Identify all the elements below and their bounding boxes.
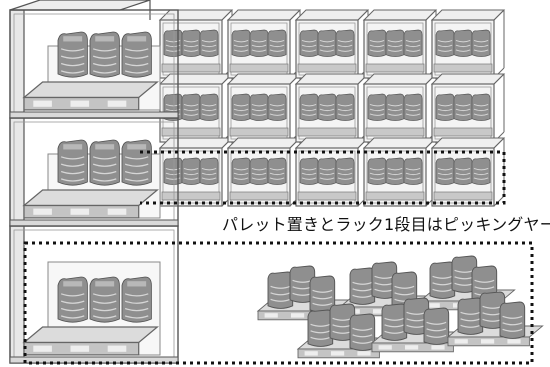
floor-pallet (447, 291, 544, 347)
feed-bag-icon (89, 31, 121, 78)
feed-bag-icon (163, 157, 183, 186)
feed-bag-icon (163, 29, 183, 58)
feed-bag-icon (367, 93, 387, 122)
feed-bag-icon (499, 301, 526, 340)
feed-bag-icon (453, 29, 473, 58)
feed-bag-icon (435, 157, 455, 186)
rack-cell (430, 137, 506, 207)
feed-bag-icon (349, 313, 376, 352)
feed-bag-icon (121, 276, 153, 323)
feed-bag-icon (457, 297, 484, 336)
feed-bag-icon (249, 29, 269, 58)
picking-yard-outline-upper (140, 150, 506, 205)
feed-bag-icon (181, 93, 201, 122)
feed-bag-icon (453, 157, 473, 186)
feed-bag-icon (121, 31, 153, 78)
feed-bag-icon (453, 93, 473, 122)
feed-bag-icon (267, 157, 287, 186)
feed-bag-icon (249, 93, 269, 122)
feed-bag-icon (307, 309, 334, 348)
feed-bag-icon (267, 29, 287, 58)
front-rack-level (9, 117, 179, 227)
rack-cell (158, 73, 234, 143)
front-rack-column (9, 0, 179, 364)
feed-bag-icon (231, 157, 251, 186)
feed-bag-icon (181, 29, 201, 58)
rack-cell (430, 73, 506, 143)
feed-bag-icon (471, 29, 491, 58)
feed-bag-icon (435, 93, 455, 122)
feed-bag-icon (57, 139, 89, 186)
rack-cell (226, 137, 302, 207)
picking-yard-caption: パレット置きとラック1段目はピッキングヤード (222, 215, 550, 234)
rack-cell (362, 73, 438, 143)
feed-bag-icon (381, 303, 408, 342)
rack-cell (430, 9, 506, 79)
feed-bag-icon (57, 31, 89, 78)
feed-bag-icon (385, 157, 405, 186)
feed-bag-icon (181, 157, 201, 186)
feed-bag-icon (403, 29, 423, 58)
rack-cell (294, 73, 370, 143)
rack-cell (226, 73, 302, 143)
rack-cell (362, 137, 438, 207)
feed-bag-icon (403, 157, 423, 186)
feed-bag-icon (385, 29, 405, 58)
feed-bag-icon (435, 29, 455, 58)
pallet-icon (23, 81, 159, 111)
feed-bag-icon (299, 29, 319, 58)
feed-bag-icon (231, 29, 251, 58)
feed-bag-icon (367, 157, 387, 186)
feed-bag-icon (385, 93, 405, 122)
floor-pallet-group (257, 255, 544, 359)
front-rack-level (9, 225, 179, 364)
feed-bag-icon (317, 93, 337, 122)
feed-bag-icon (367, 29, 387, 58)
rack-cell (294, 9, 370, 79)
feed-bag-icon (471, 93, 491, 122)
feed-bag-icon (471, 157, 491, 186)
feed-bag-icon (57, 276, 89, 323)
feed-bag-icon (267, 271, 294, 310)
feed-bag-icon (403, 93, 423, 122)
picking-yard-outline-lower (23, 241, 534, 365)
pallet-icon (23, 189, 159, 219)
feed-bag-icon (121, 139, 153, 186)
feed-bag-icon (299, 93, 319, 122)
rack-cell (294, 137, 370, 207)
pallet-icon (23, 326, 159, 356)
feed-bag-icon (299, 157, 319, 186)
feed-bag-icon (199, 29, 219, 58)
feed-bag-icon (317, 157, 337, 186)
back-rack-grid (158, 9, 506, 207)
feed-bag-icon (429, 261, 456, 300)
feed-bag-icon (249, 157, 269, 186)
feed-bag-icon (335, 93, 355, 122)
feed-bag-icon (267, 93, 287, 122)
rack-cell (362, 9, 438, 79)
feed-bag-icon (89, 139, 121, 186)
feed-bag-icon (89, 276, 121, 323)
feed-bag-icon (317, 29, 337, 58)
feed-bag-icon (199, 157, 219, 186)
feed-bag-icon (335, 157, 355, 186)
feed-bag-icon (335, 29, 355, 58)
rack-cell (158, 137, 234, 207)
feed-bag-icon (199, 93, 219, 122)
front-rack-level (9, 9, 179, 119)
feed-bag-icon (231, 93, 251, 122)
feed-bag-icon (423, 307, 450, 346)
rack-cell (158, 9, 234, 79)
rack-cell (226, 9, 302, 79)
feed-bag-icon (349, 267, 376, 306)
